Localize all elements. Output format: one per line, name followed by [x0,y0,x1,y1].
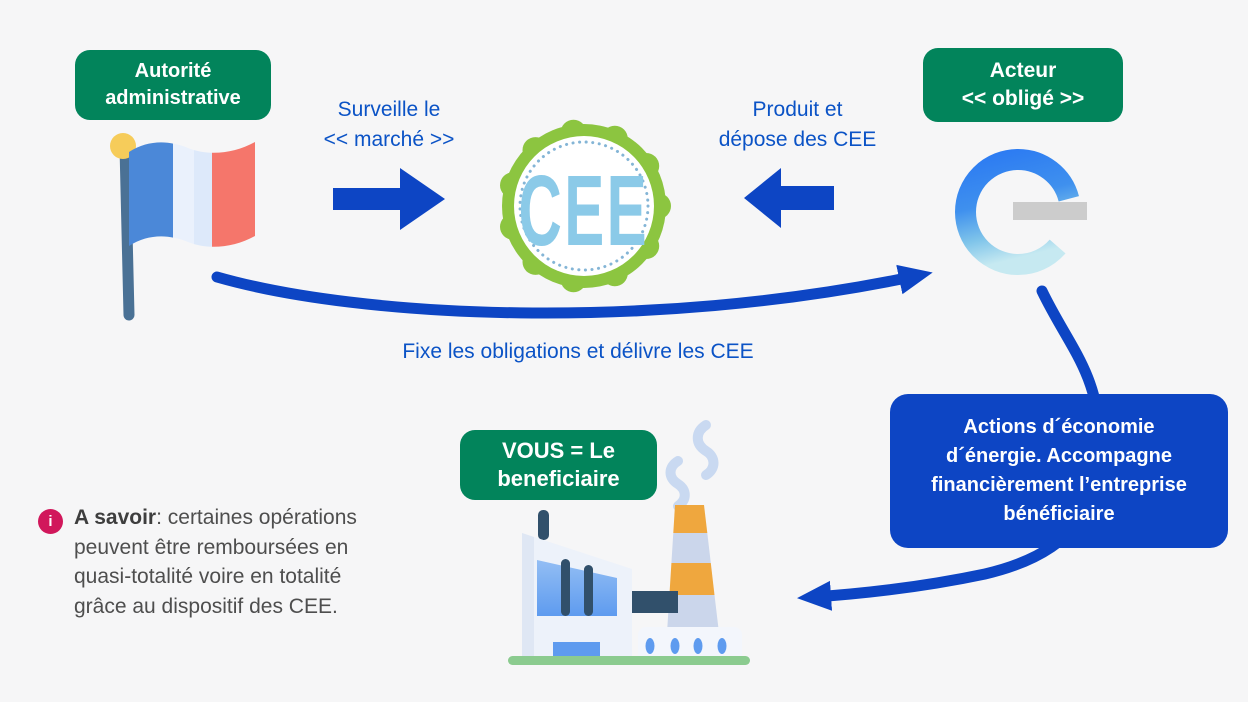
info-icon: i [38,509,63,534]
actions-benefit-box: Actions d´économie d´énergie. Accompagne… [890,394,1228,548]
info-text-bold: A savoir [74,506,157,529]
arrow-right-icon [333,168,445,230]
factory-icon [508,420,750,665]
energy-company-logo [955,149,1087,275]
beneficiary-badge: VOUS = Le beneficiaire [460,430,657,500]
authority-badge: Autorité administrative [75,50,271,120]
surveille-label: Surveille le << marché >> [323,98,455,151]
arrow-left-icon [744,168,834,228]
french-flag-icon [110,133,255,321]
cee-seal: CEE [500,119,671,293]
fixe-label: Fixe les obligations et délivre les CEE [402,340,754,363]
info-note: i A savoir: certaines opérations peuvent… [38,503,438,621]
obligated-actor-badge: Acteur << obligé >> [923,48,1123,122]
info-text-rest: : certaines opérations peuvent être remb… [74,506,357,618]
info-text: A savoir: certaines opérations peuvent ê… [74,503,426,621]
produit-label: Produit et dépose des CEE [718,98,877,151]
cee-seal-text: CEE [519,155,650,267]
